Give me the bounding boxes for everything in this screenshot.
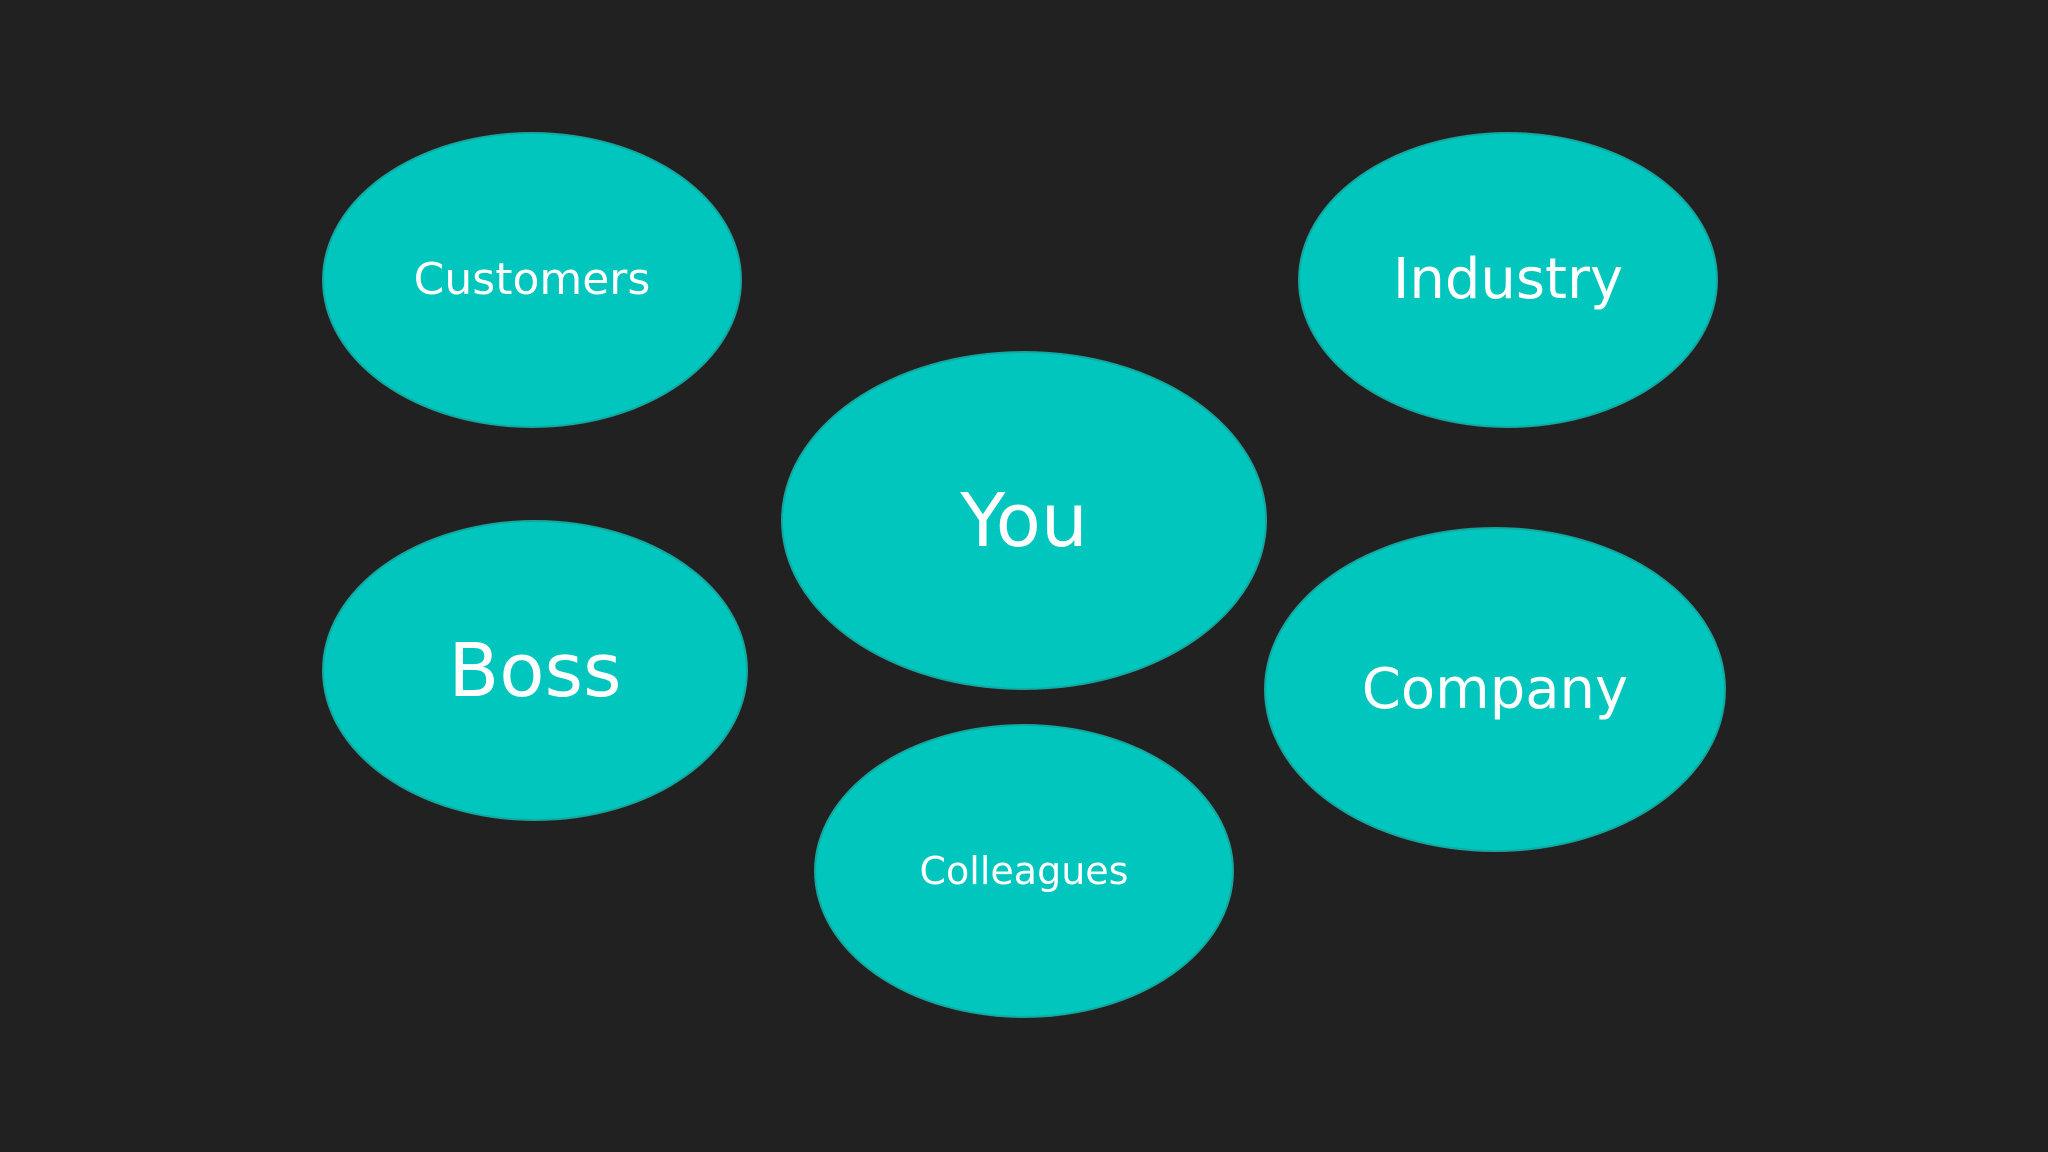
node-label: You xyxy=(960,477,1088,564)
node-label: Industry xyxy=(1392,247,1624,312)
node-colleagues: Colleagues xyxy=(814,724,1234,1018)
node-label: Company xyxy=(1361,656,1629,722)
node-industry: Industry xyxy=(1298,132,1718,428)
node-customers: Customers xyxy=(322,132,742,428)
node-boss: Boss xyxy=(322,520,748,821)
node-label: Colleagues xyxy=(919,849,1129,893)
node-label: Boss xyxy=(448,627,622,714)
node-you: You xyxy=(781,351,1267,690)
node-company: Company xyxy=(1264,527,1726,852)
node-label: Customers xyxy=(413,254,651,305)
